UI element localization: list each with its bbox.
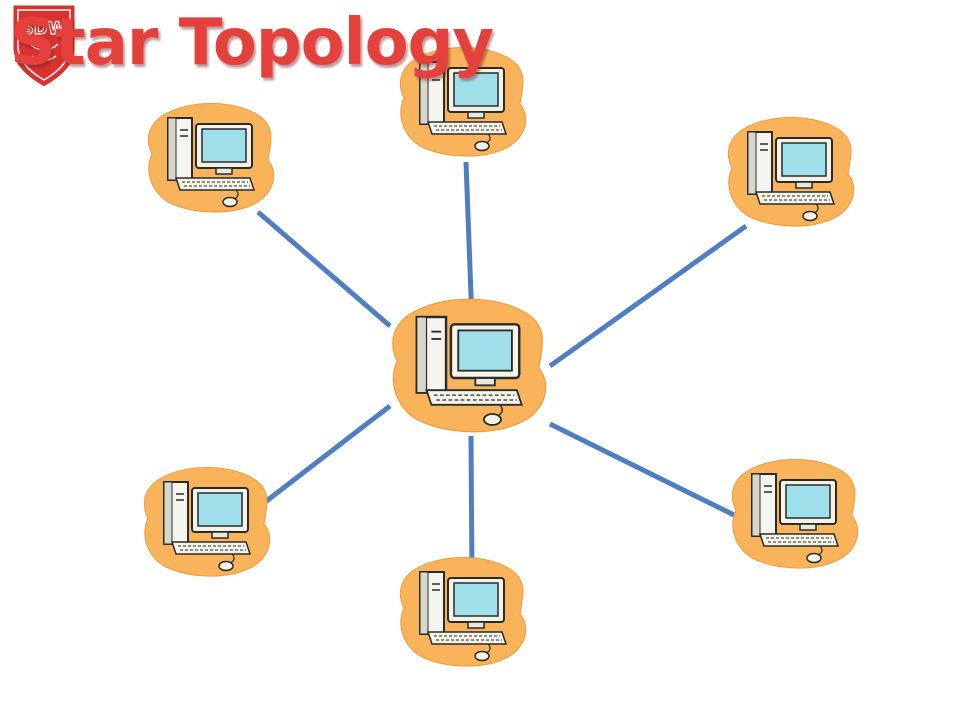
desktop-computer-icon bbox=[391, 298, 547, 433]
shield-text: SDW bbox=[21, 19, 66, 39]
link-computer-top-left bbox=[256, 210, 392, 328]
desktop-computer-icon bbox=[399, 556, 527, 668]
slide-title: Star Topology bbox=[10, 6, 494, 80]
link-computer-top-right bbox=[548, 223, 748, 369]
school-shield-logo: SDW bbox=[10, 2, 78, 90]
computer-bottom-right bbox=[731, 458, 859, 570]
link-computer-bottom-left bbox=[258, 404, 392, 508]
network-nodes bbox=[143, 46, 859, 668]
desktop-computer-icon bbox=[143, 466, 271, 578]
computer-bottom bbox=[399, 556, 527, 668]
computer-top-left bbox=[147, 102, 275, 214]
link-computer-bottom bbox=[468, 435, 475, 581]
desktop-computer-icon bbox=[731, 458, 859, 570]
central-computer bbox=[391, 298, 547, 433]
link-computer-bottom-right bbox=[548, 421, 738, 519]
network-links bbox=[256, 161, 748, 581]
computer-top-right bbox=[727, 116, 855, 228]
desktop-computer-icon bbox=[727, 116, 855, 228]
computer-bottom-left bbox=[143, 466, 271, 578]
link-computer-top bbox=[463, 161, 475, 323]
desktop-computer-icon bbox=[147, 102, 275, 214]
